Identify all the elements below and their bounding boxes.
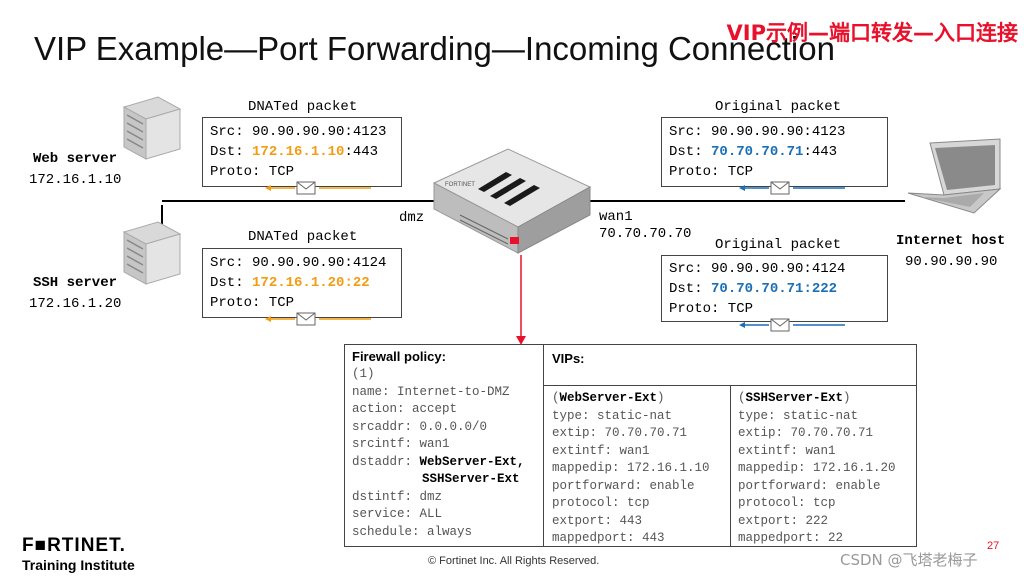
internet-host-name: Internet host [896, 233, 1006, 249]
ssh-server-ip: 172.16.1.20 [29, 296, 122, 312]
vip-ssh-mappedport: mappedport: 22 [738, 531, 844, 545]
vip-ssh-name: SSHServer-Ext [745, 391, 844, 405]
dnat-packet-1-src: 90.90.90.90:4123 [252, 124, 387, 140]
training-institute-label: Training Institute [22, 557, 135, 573]
firewall-device-icon: FORTINET [432, 148, 592, 254]
vip-ssh-mappedip: mappedip: 172.16.1.20 [738, 461, 896, 475]
vip-web-protocol: protocol: tcp [552, 496, 650, 510]
original-packet-2-proto: Proto: TCP [669, 301, 754, 317]
vip-web: (WebServer-Ext) type: static-nat extip: … [552, 390, 710, 548]
dmz-label: dmz [399, 210, 425, 226]
ssh-server-name: SSH server [33, 275, 118, 291]
envelope-arrow-left-icon [265, 181, 371, 195]
laptop-icon [907, 138, 1002, 214]
original-packet-1: Src: 90.90.90.90:4123 Dst: 70.70.70.71:4… [661, 117, 888, 187]
policy-name: name: Internet-to-DMZ [352, 384, 510, 399]
policy-srcaddr: srcaddr: 0.0.0.0/0 [352, 419, 488, 434]
vip-ssh-protocol: protocol: tcp [738, 496, 836, 510]
chinese-title: VIP示例—端口转发—入口连接 [726, 21, 1018, 45]
copyright-text: © Fortinet Inc. All Rights Reserved. [428, 555, 600, 567]
dnat-packet-1-dst-port: :443 [344, 144, 379, 160]
original-packet-2-dst-port: :222 [803, 281, 838, 297]
dnat-packet-2-proto: Proto: TCP [210, 295, 295, 311]
ssh-server-icon [122, 221, 182, 285]
web-server-name: Web server [33, 151, 118, 167]
original-packet-2: Src: 90.90.90.90:4124 Dst: 70.70.70.71:2… [661, 255, 888, 322]
firewall-policy-panel: Firewall policy: (1) name: Internet-to-D… [344, 344, 544, 547]
web-server-ip: 172.16.1.10 [29, 172, 122, 188]
vip-ssh: (SSHServer-Ext) type: static-nat extip: … [738, 390, 896, 548]
vip-ssh-extport: extport: 222 [738, 513, 829, 528]
web-server-icon [122, 96, 182, 160]
vip-ssh-type: type: static-nat [738, 408, 859, 423]
original-packet-1-dst-ip: 70.70.70.71 [711, 144, 804, 160]
svg-text:FORTINET: FORTINET [445, 182, 475, 188]
internet-host-ip: 90.90.90.90 [905, 254, 998, 270]
dnat-packet-1-caption: DNATed packet [248, 99, 358, 115]
policy-dstaddr-2: SSHServer-Ext [422, 472, 520, 486]
vip-ssh-extintf: extintf: wan1 [738, 443, 836, 458]
policy-id: (1) [352, 367, 375, 381]
policy-dstaddr-1: WebServer-Ext, [419, 454, 525, 469]
dnat-packet-1: Src: 90.90.90.90:4123 Dst: 172.16.1.10:4… [202, 117, 402, 187]
wan-label: wan1 [599, 209, 633, 225]
dnat-packet-1-proto: Proto: TCP [210, 164, 295, 180]
vip-web-name: WebServer-Ext [559, 391, 658, 405]
policy-dstaddr-label: dstaddr: [352, 454, 420, 469]
firewall-policy-header: Firewall policy: [352, 349, 446, 364]
dnat-packet-2-dst-port: :22 [344, 275, 370, 291]
original-packet-1-src: 90.90.90.90:4123 [711, 124, 846, 140]
original-packet-1-caption: Original packet [715, 99, 842, 115]
envelope-arrow-left-icon [265, 312, 371, 326]
wan-ip: 70.70.70.70 [599, 226, 692, 242]
dnat-packet-1-dst-ip: 172.16.1.10 [252, 144, 345, 160]
original-packet-2-src: 90.90.90.90:4124 [711, 261, 846, 277]
policy-dstintf: dstintf: dmz [352, 489, 443, 504]
envelope-arrow-left-icon [739, 318, 845, 332]
dnat-packet-2-caption: DNATed packet [248, 229, 358, 245]
csdn-watermark: CSDN @飞塔老梅子 [840, 551, 978, 569]
vip-web-extport: extport: 443 [552, 513, 643, 528]
dnat-packet-2: Src: 90.90.90.90:4124 Dst: 172.16.1.20:2… [202, 248, 402, 318]
vip-web-mappedport: mappedport: 443 [552, 531, 665, 545]
slide-title: VIP Example—Port Forwarding—Incoming Con… [34, 30, 835, 67]
vip-web-extintf: extintf: wan1 [552, 443, 650, 458]
dnat-packet-2-dst-ip: 172.16.1.20 [252, 275, 345, 291]
vip-web-type: type: static-nat [552, 408, 673, 423]
original-packet-2-dst-ip: 70.70.70.71 [711, 281, 804, 297]
vip-ssh-extip: extip: 70.70.70.71 [738, 426, 874, 440]
original-packet-2-caption: Original packet [715, 237, 842, 253]
vip-web-extip: extip: 70.70.70.71 [552, 426, 688, 440]
envelope-arrow-left-icon [739, 181, 845, 195]
policy-srcintf: srcintf: wan1 [352, 437, 450, 451]
policy-action: action: accept [352, 402, 458, 416]
vip-ssh-portforward: portforward: enable [738, 478, 881, 493]
vip-web-mappedip: mappedip: 172.16.1.10 [552, 461, 710, 475]
policy-service: service: ALL [352, 507, 443, 521]
original-packet-1-dst-port: :443 [803, 144, 838, 160]
vips-panel: VIPs: (WebServer-Ext) type: static-nat e… [543, 344, 917, 547]
page-number: 27 [987, 540, 1000, 552]
original-packet-1-proto: Proto: TCP [669, 164, 754, 180]
vips-header: VIPs: [552, 351, 585, 366]
fortinet-logo: F■RTINET. [22, 535, 126, 556]
policy-schedule: schedule: always [352, 524, 473, 539]
dnat-packet-2-src: 90.90.90.90:4124 [252, 255, 387, 271]
vip-web-portforward: portforward: enable [552, 478, 695, 493]
